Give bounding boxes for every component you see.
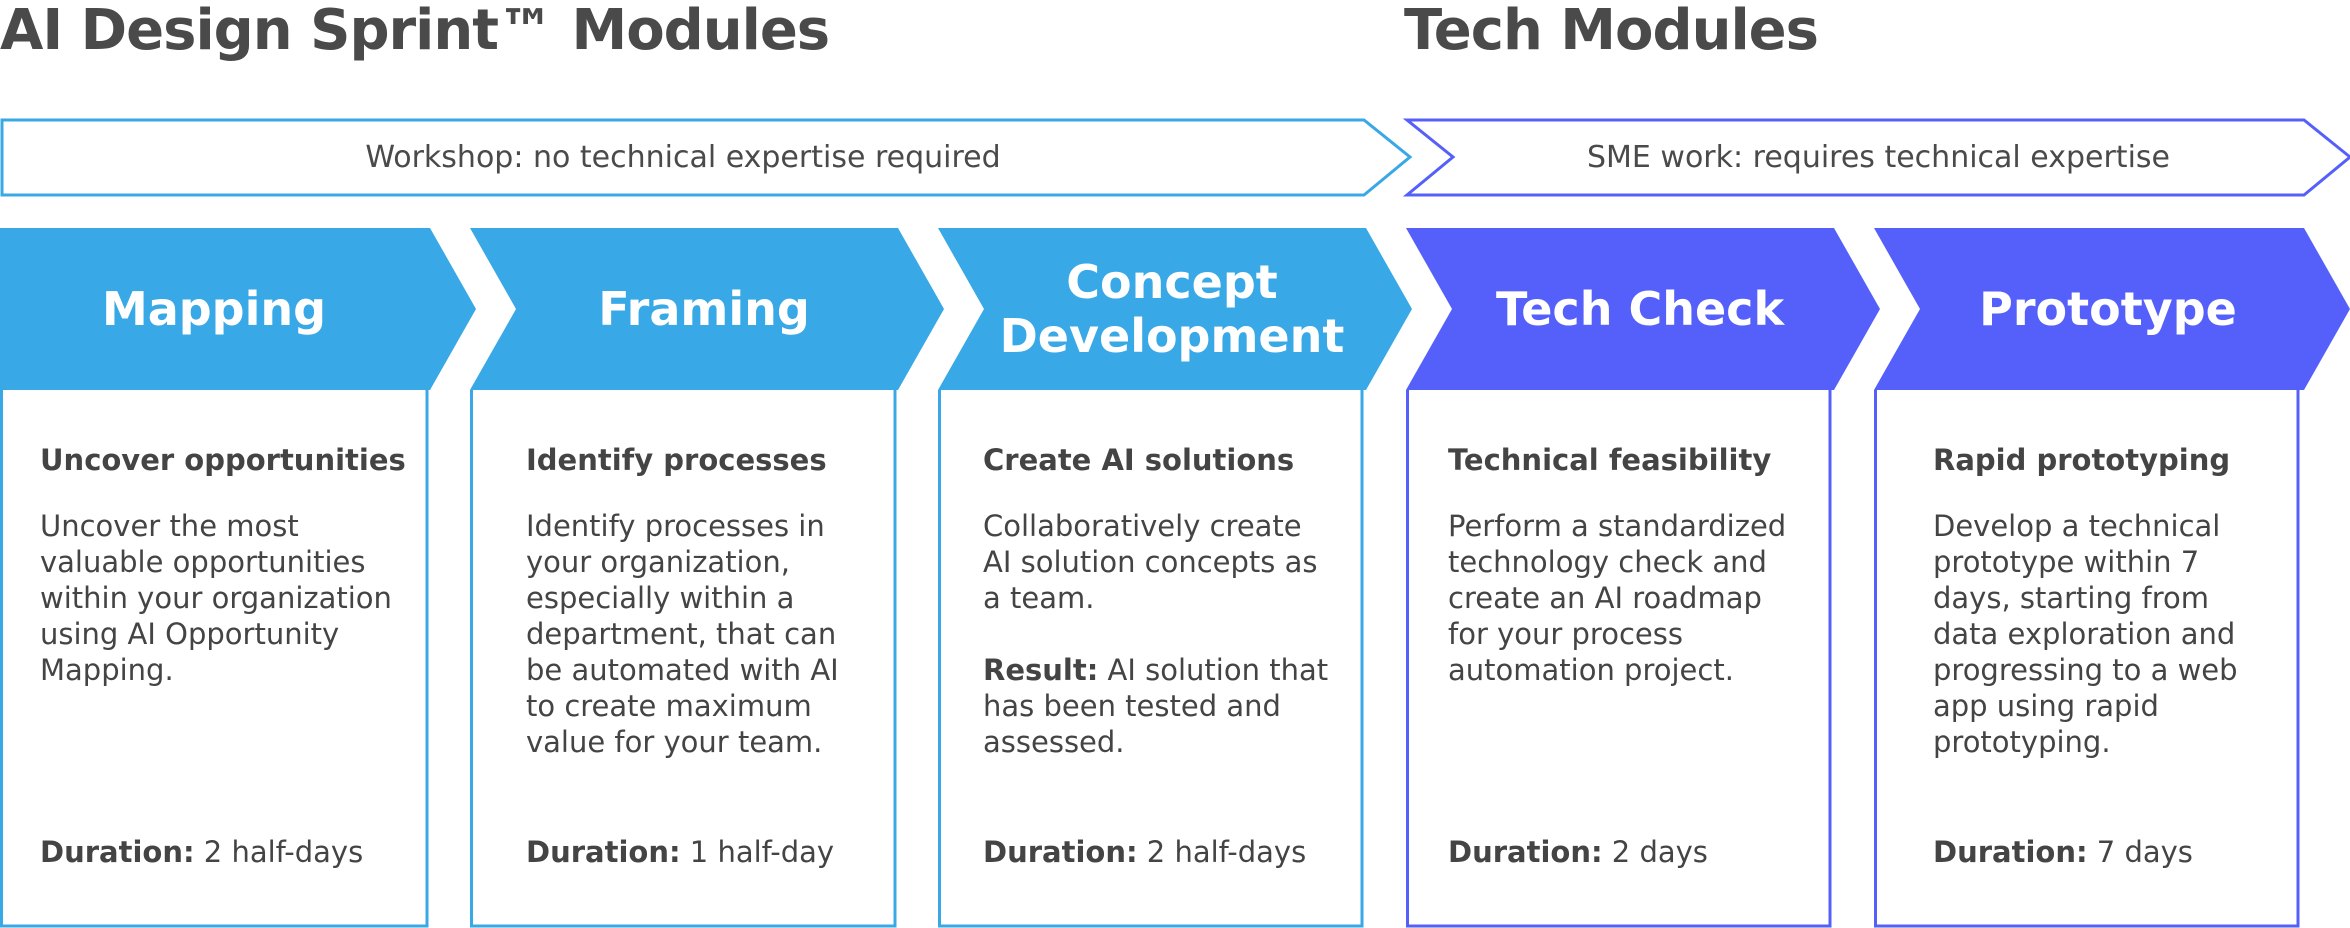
card-outline-concept-development <box>938 390 1364 928</box>
module-card-mapping: Uncover opportunities Uncover the most v… <box>40 392 406 917</box>
module-card-tech-check: Technical feasibility Perform a standard… <box>1448 392 1808 917</box>
sme-banner-arrow <box>1402 118 2350 197</box>
module-title-prototype: Prototype <box>1979 282 2237 336</box>
card-subtitle: Rapid prototyping <box>1933 443 2231 477</box>
card-subtitle: Technical feasibility <box>1448 443 1772 477</box>
card-description: Collaboratively create AI solution conce… <box>983 509 1318 615</box>
card-subtitle: Identify processes <box>526 443 827 477</box>
section-title-tech-modules: Tech Modules <box>1404 0 1819 63</box>
card-outline-mapping <box>0 390 429 928</box>
duration-label: Duration: <box>40 835 195 869</box>
sme-banner-label: SME work: requires technical expertise <box>1586 140 2170 175</box>
module-card-framing: Identify processes Identify processes in… <box>526 392 856 917</box>
duration-value: 2 half-days <box>1146 835 1307 869</box>
chevron-framing <box>470 228 944 390</box>
duration-label: Duration: <box>1448 835 1603 869</box>
card-duration: Duration: 2 half-days <box>983 834 1333 870</box>
card-subtitle: Create AI solutions <box>983 443 1295 477</box>
duration-value: 2 half-days <box>203 835 364 869</box>
duration-value: 2 days <box>1611 835 1708 869</box>
card-outline-framing <box>470 390 897 928</box>
chevron-tech-check <box>1406 228 1880 390</box>
card-outline-tech-check <box>1406 390 1832 928</box>
chevron-concept-development <box>938 228 1412 390</box>
card-outline-prototype <box>1874 390 2300 928</box>
module-card-concept-development: Create AI solutions Collaboratively crea… <box>983 392 1333 917</box>
duration-value: 1 half-day <box>689 835 835 869</box>
card-description: Perform a standardized technology check … <box>1448 509 1787 687</box>
workshop-banner-arrow <box>0 118 1413 197</box>
card-subtitle: Uncover opportunities <box>40 443 406 477</box>
section-title-design-sprint: AI Design Sprint™ Modules <box>0 0 830 63</box>
duration-label: Duration: <box>1933 835 2088 869</box>
module-title-concept-development: Concept Development <box>999 255 1345 363</box>
duration-value: 7 days <box>2096 835 2193 869</box>
duration-label: Duration: <box>983 835 1138 869</box>
module-title-mapping: Mapping <box>101 282 327 336</box>
result-value: AI solution that has been tested and ass… <box>983 653 1329 759</box>
chevron-mapping <box>0 228 476 390</box>
card-description: Uncover the most valuable opportunities … <box>40 509 392 687</box>
card-description: Develop a technical prototype within 7 d… <box>1933 509 2238 759</box>
chevron-prototype <box>1874 228 2350 390</box>
module-title-framing: Framing <box>598 282 810 336</box>
card-result: Result: AI solution that has been tested… <box>983 652 1333 760</box>
card-duration: Duration: 1 half-day <box>526 834 856 870</box>
card-description: Identify processes in your organization,… <box>526 509 839 759</box>
module-title-tech-check: Tech Check <box>1495 282 1785 336</box>
duration-label: Duration: <box>526 835 681 869</box>
card-duration: Duration: 7 days <box>1933 834 2273 870</box>
card-duration: Duration: 2 days <box>1448 834 1808 870</box>
result-label: Result: <box>983 653 1099 687</box>
workshop-banner-label: Workshop: no technical expertise require… <box>365 140 1001 175</box>
card-duration: Duration: 2 half-days <box>40 834 400 870</box>
module-card-prototype: Rapid prototyping Develop a technical pr… <box>1933 392 2273 917</box>
